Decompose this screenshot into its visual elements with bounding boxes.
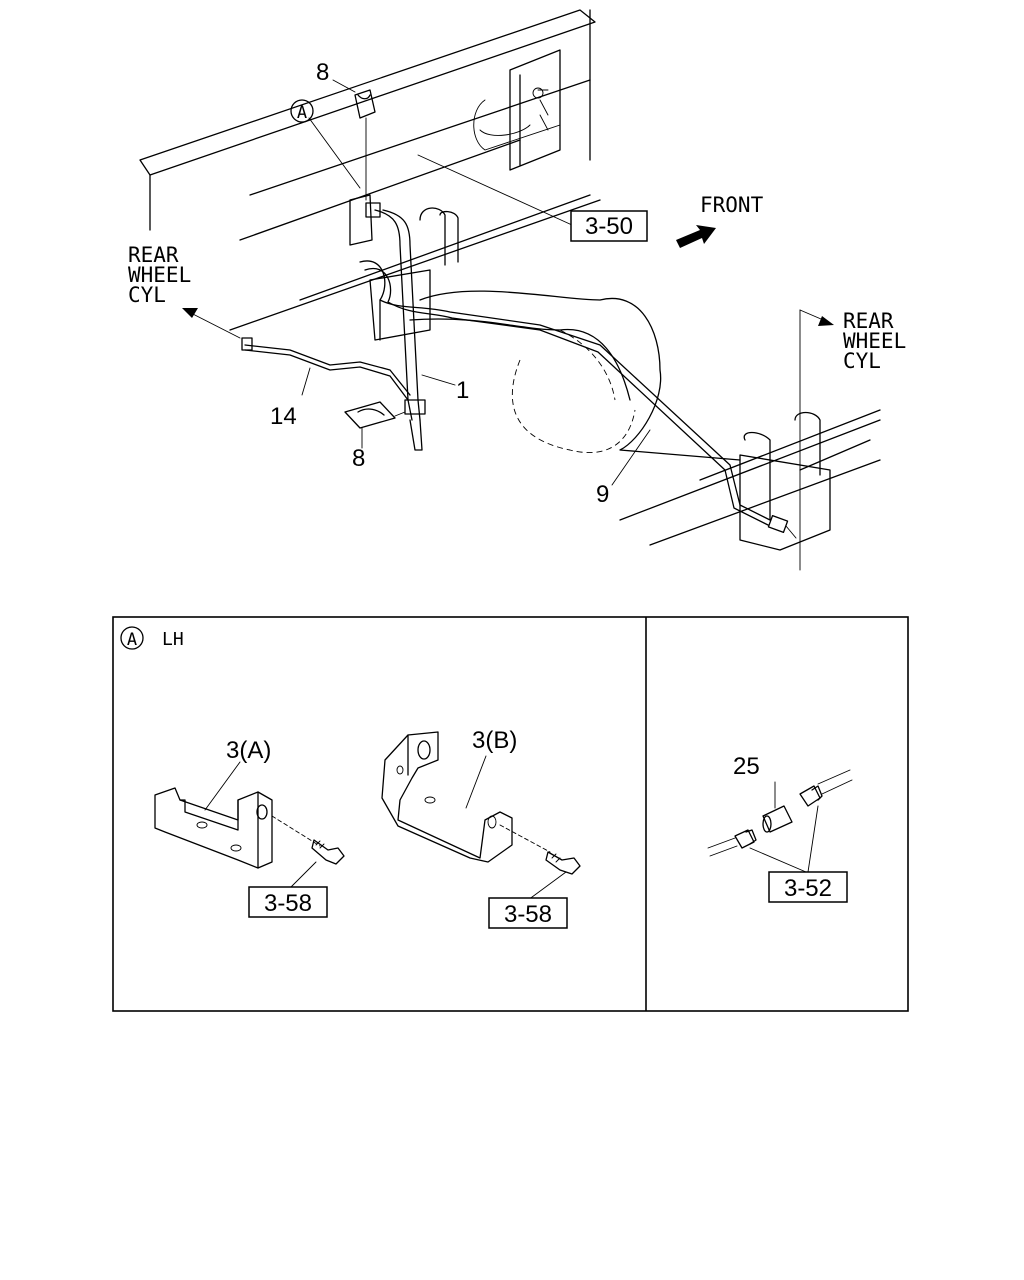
ref-right-box — [488, 897, 568, 929]
axle-housing — [369, 207, 881, 571]
rear-right-arrow-icon — [799, 309, 834, 326]
bolt-right — [499, 824, 581, 875]
part-1-label: 1 — [456, 377, 469, 404]
union-fitting — [707, 769, 853, 857]
brake-pipe-9 — [359, 260, 797, 539]
detail-a-marker-circle — [120, 626, 144, 650]
part-8-bottom-label: 8 — [352, 445, 365, 472]
rear-left-label-line1: REAR — [128, 243, 179, 267]
part-25-label: 25 — [733, 753, 760, 780]
front-label: FRONT — [700, 193, 764, 217]
part-3b-label: 3(B) — [472, 727, 517, 754]
rear-right-label-line3: CYL — [843, 349, 881, 373]
ref-3-50-box — [570, 210, 648, 242]
bracket-3a — [154, 787, 273, 869]
leader-ref-left — [289, 861, 317, 889]
part-14-label: 14 — [270, 403, 297, 430]
ref-left-label: 3-58 — [264, 890, 312, 917]
rear-right-label-line1: REAR — [843, 309, 894, 333]
ref-3-50-label: 3-50 — [585, 213, 633, 240]
ref-3-52-label: 3-52 — [784, 875, 832, 902]
part-9-label: 9 — [596, 481, 609, 508]
callout-a-circle — [290, 99, 314, 123]
part-3a-label: 3(A) — [226, 737, 271, 764]
detail-a-marker: A — [127, 630, 137, 650]
detail-title: LH — [162, 629, 184, 650]
leader-lines — [301, 79, 651, 486]
rear-left-arrow-icon — [182, 308, 241, 339]
leader-ref-right — [527, 871, 567, 901]
ref-left-box — [248, 886, 328, 918]
rear-right-label-line2: WHEEL — [843, 329, 906, 353]
bolt-left — [271, 815, 345, 865]
front-arrow-icon — [676, 225, 716, 248]
detail-frame — [112, 616, 909, 1012]
bracket-3b — [381, 731, 513, 863]
leader-3-52-a — [749, 847, 807, 873]
rear-left-label-line2: WHEEL — [128, 263, 191, 287]
ref-right-label: 3-58 — [504, 901, 552, 928]
part-8-top-label: 8 — [316, 59, 329, 86]
clip-top — [354, 89, 376, 201]
rear-left-label-line3: CYL — [128, 283, 166, 307]
callout-a-label: A — [297, 103, 307, 123]
leader-3b — [465, 755, 487, 809]
brake-pipe-14 — [241, 337, 411, 401]
clip-bottom — [344, 401, 406, 429]
leader-3-52-b — [807, 805, 819, 873]
leader-3a — [204, 761, 241, 811]
brake-hose — [349, 194, 426, 451]
ref-3-52-box — [768, 871, 848, 903]
